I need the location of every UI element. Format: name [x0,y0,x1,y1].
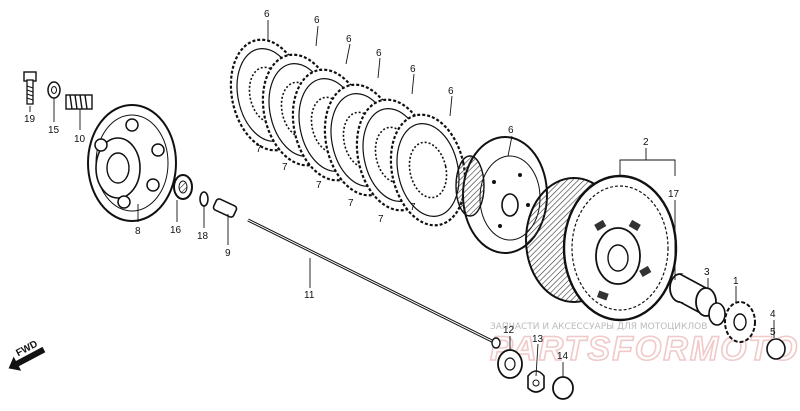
part-label-12: 12 [503,325,515,336]
bolt-19 [23,71,37,105]
part-label-7: 7 [256,144,262,155]
part-label-15: 15 [48,125,60,136]
part-label-8: 8 [135,226,141,237]
lock-washer-13 [527,370,545,393]
part-label-7: 7 [410,202,416,213]
part-label-6: 6 [314,15,320,26]
collar-3 [669,273,717,317]
pressure-plate-8 [87,104,177,222]
part-label-7: 7 [348,198,354,209]
part-label-18: 18 [197,231,209,242]
drive-gear-4 [724,301,756,343]
part-label-2: 2 [643,137,649,148]
part-label-3: 3 [704,267,710,278]
part-label-16: 16 [170,225,182,236]
part-label-1: 1 [733,276,739,287]
clutch-disc-stack [229,38,467,227]
clutch-plate [389,113,467,227]
part-label-6: 6 [448,86,454,97]
bearing-16 [173,174,193,200]
part-label-4: 4 [770,309,776,320]
part-label-6: 6 [508,125,514,136]
bushing-1 [708,302,726,326]
nut-14 [552,376,574,400]
part-label-17: 17 [668,189,680,200]
clutch-outer-basket [525,174,678,322]
clutch-center [455,136,548,254]
leader-lines [29,20,775,377]
spring-10 [65,94,93,110]
part-label-6: 6 [264,9,270,20]
part-numbers: 6 6 6 6 6 6 6 7 7 7 7 7 7 19 15 10 8 16 … [24,9,776,362]
part-label-7: 7 [316,180,322,191]
part-label-6: 6 [410,64,416,75]
part-label-9: 9 [225,248,231,259]
part-label-7: 7 [378,214,384,225]
part-label-13: 13 [532,334,544,345]
lifter-piece-9 [212,198,238,218]
arrow-left-icon [8,346,46,371]
part-label-19: 19 [24,114,36,125]
part-label-11: 11 [304,290,315,301]
part-label-6: 6 [346,34,352,45]
part-label-6: 6 [376,48,382,59]
part-label-14: 14 [557,351,569,362]
circlip-18 [199,191,209,207]
part-label-10: 10 [74,134,86,145]
pushrod-11 [247,218,501,349]
fwd-arrow: FWD [8,339,46,371]
watermark-caption: ЗАПЧАСТИ И АКСЕССУАРЫ ДЛЯ МОТОЦИКЛОВ [490,322,707,332]
part-label-7: 7 [282,162,288,173]
washer-5 [766,338,786,360]
part-label-5: 5 [770,327,776,338]
